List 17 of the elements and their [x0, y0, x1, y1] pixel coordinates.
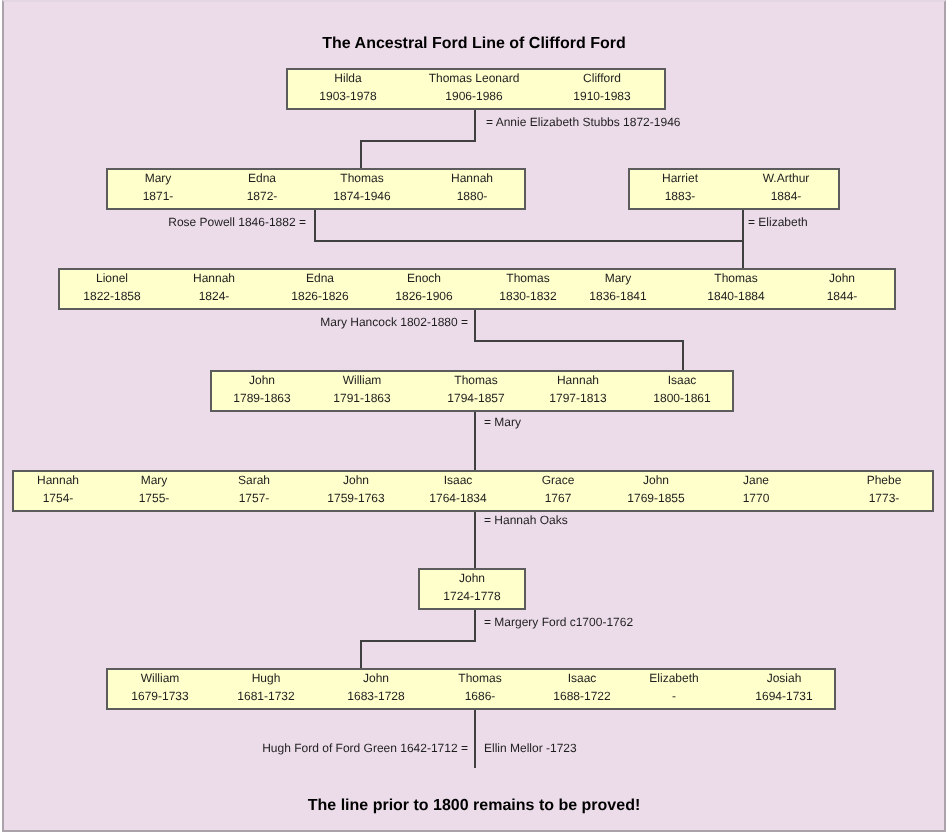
- connector-line: [474, 511, 476, 569]
- family-box: [286, 68, 666, 110]
- family-box: [106, 668, 836, 710]
- title: The Ancestral Ford Line of Clifford Ford: [322, 34, 626, 54]
- connector-line: [360, 609, 476, 669]
- family-box: [210, 370, 734, 412]
- connector-line: [360, 109, 476, 169]
- caption: The line prior to 1800 remains to be proved!: [307, 796, 641, 816]
- connector-line: [474, 709, 476, 769]
- family-box: [418, 568, 526, 610]
- connector-line: [474, 411, 476, 471]
- connector-line: [474, 309, 684, 371]
- family-box: [106, 168, 526, 210]
- family-box: [628, 168, 840, 210]
- family-box: [58, 268, 896, 310]
- family-box: [12, 470, 934, 512]
- connector-line: [742, 209, 744, 269]
